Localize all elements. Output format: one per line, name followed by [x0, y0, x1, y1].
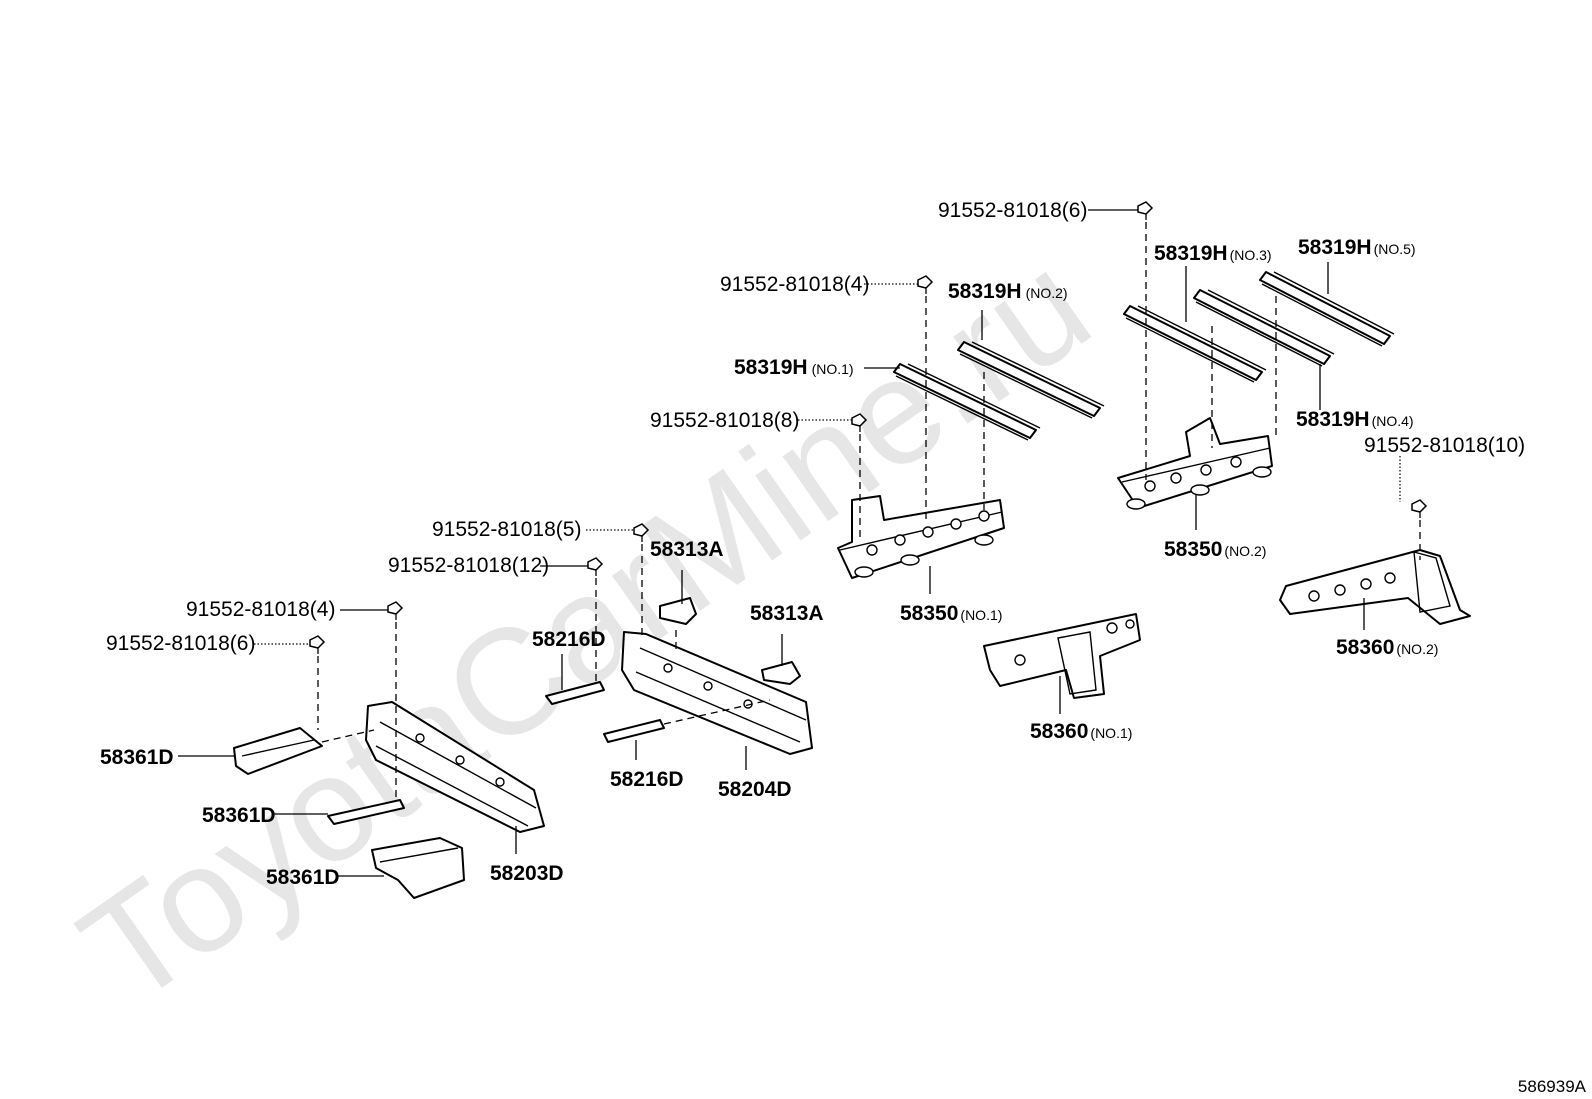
svg-text:58350(NO.1): 58350(NO.1): [900, 602, 1002, 625]
rail-58319h-no2[interactable]: [957, 341, 1105, 419]
bolt-icon[interactable]: [587, 557, 604, 576]
svg-text:58319H(NO.4): 58319H(NO.4): [1296, 408, 1414, 431]
svg-text:91552-81018(5): 91552-81018(5): [432, 518, 581, 541]
svg-text:91552-81018(10): 91552-81018(10): [1364, 434, 1525, 457]
svg-text:58319H(NO.1): 58319H(NO.1): [734, 356, 854, 379]
svg-text:91552-81018(12): 91552-81018(12): [388, 554, 549, 577]
bolt-icon[interactable]: [917, 275, 934, 294]
svg-text:91552-81018(6): 91552-81018(6): [938, 199, 1087, 222]
rail-58319h-no3[interactable]: [1123, 305, 1267, 383]
svg-text:58319H(NO.5): 58319H(NO.5): [1298, 236, 1416, 259]
member-58203d[interactable]: [365, 701, 545, 833]
bracket-58361d-1[interactable]: [233, 727, 323, 775]
label-bolt-4-lower: 91552-81018(4): [186, 598, 335, 621]
label-bolt-10: 91552-81018(10): [1364, 434, 1525, 457]
bolt-icon[interactable]: [309, 635, 326, 654]
label-58360-no1: 58360(NO.1): [1030, 720, 1132, 743]
label-rail-no4: 58319H(NO.4): [1296, 408, 1414, 431]
label-rail-no1: 58319H(NO.1): [734, 356, 854, 379]
label-58350-no2: 58350(NO.2): [1164, 538, 1266, 561]
label-58216d-1: 58216D: [532, 628, 606, 651]
svg-text:91552-81018(6): 91552-81018(6): [106, 632, 255, 655]
rail-58319h-no4[interactable]: [1193, 289, 1335, 367]
member-58350-no2[interactable]: [1117, 417, 1273, 510]
bracket-58313a-2[interactable]: [761, 661, 801, 685]
label-58313a-1: 58313A: [650, 538, 724, 561]
svg-text:91552-81018(8): 91552-81018(8): [650, 409, 799, 432]
label-58361d-3: 58361D: [266, 866, 340, 889]
bolt-icon[interactable]: [387, 601, 404, 620]
bracket-58361d-2[interactable]: [327, 799, 405, 825]
bolt-icon[interactable]: [1411, 499, 1428, 518]
plate-58216d-2[interactable]: [603, 719, 665, 743]
member-58360-no1[interactable]: [983, 613, 1141, 699]
bracket-58361d-3[interactable]: [371, 837, 465, 899]
bolt-icon[interactable]: [851, 413, 868, 432]
label-bolt-4-upper: 91552-81018(4): [720, 273, 869, 296]
svg-text:91552-81018(4): 91552-81018(4): [186, 598, 335, 621]
label-bolt-12: 91552-81018(12): [388, 554, 549, 577]
label-58203d: 58203D: [490, 862, 564, 885]
label-bolt-8: 91552-81018(8): [650, 409, 799, 432]
label-rail-no2: 58319H(NO.2): [948, 280, 1068, 303]
member-58360-no2[interactable]: [1279, 549, 1471, 625]
label-bolt-6-top: 91552-81018(6): [938, 199, 1087, 222]
label-rail-no5: 58319H(NO.5): [1298, 236, 1416, 259]
diagram-code: 586939A: [1518, 1077, 1587, 1096]
svg-text:58360(NO.2): 58360(NO.2): [1336, 636, 1438, 659]
leader-lines: [178, 209, 1401, 877]
label-58361d-2: 58361D: [202, 804, 276, 827]
svg-text:58319H(NO.3): 58319H(NO.3): [1154, 242, 1272, 265]
member-58204d[interactable]: [621, 631, 813, 755]
svg-text:58360(NO.1): 58360(NO.1): [1030, 720, 1132, 743]
plate-58216d-1[interactable]: [545, 681, 605, 705]
label-58313a-2: 58313A: [750, 602, 824, 625]
rail-58319h-no1[interactable]: [893, 363, 1041, 441]
svg-text:58319H(NO.2): 58319H(NO.2): [948, 280, 1068, 303]
svg-text:91552-81018(4): 91552-81018(4): [720, 273, 869, 296]
label-bolt-5: 91552-81018(5): [432, 518, 581, 541]
member-58350-no1[interactable]: [837, 495, 1005, 579]
label-58361d-1: 58361D: [100, 746, 174, 769]
bolt-icon[interactable]: [1137, 201, 1154, 220]
label-58216d-2: 58216D: [610, 768, 684, 791]
label-rail-no3: 58319H(NO.3): [1154, 242, 1272, 265]
svg-text:58350(NO.2): 58350(NO.2): [1164, 538, 1266, 561]
label-58350-no1: 58350(NO.1): [900, 602, 1002, 625]
assembly-dashes: [317, 222, 1421, 800]
label-bolt-6-lower: 91552-81018(6): [106, 632, 255, 655]
label-58360-no2: 58360(NO.2): [1336, 636, 1438, 659]
rail-58319h-no5[interactable]: [1259, 271, 1395, 347]
bracket-58313a-1[interactable]: [659, 597, 697, 625]
label-58204d: 58204D: [718, 778, 792, 801]
bolt-icon[interactable]: [633, 523, 650, 542]
